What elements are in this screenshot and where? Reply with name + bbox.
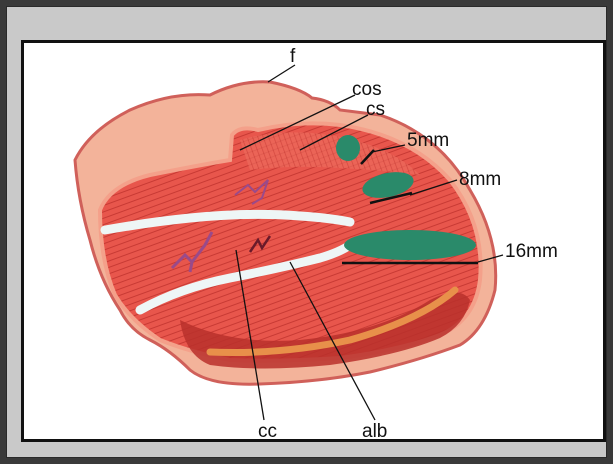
label-alb: alb	[362, 421, 387, 442]
label-8mm: 8mm	[459, 169, 501, 190]
lesion-16mm	[344, 230, 476, 260]
label-cos: cos	[352, 79, 382, 100]
label-16mm: 16mm	[505, 241, 558, 262]
label-5mm: 5mm	[407, 130, 449, 151]
lesion-5mm	[336, 135, 360, 161]
label-cs: cs	[366, 99, 385, 120]
label-f: f	[290, 46, 296, 67]
label-cc: cc	[258, 421, 277, 442]
